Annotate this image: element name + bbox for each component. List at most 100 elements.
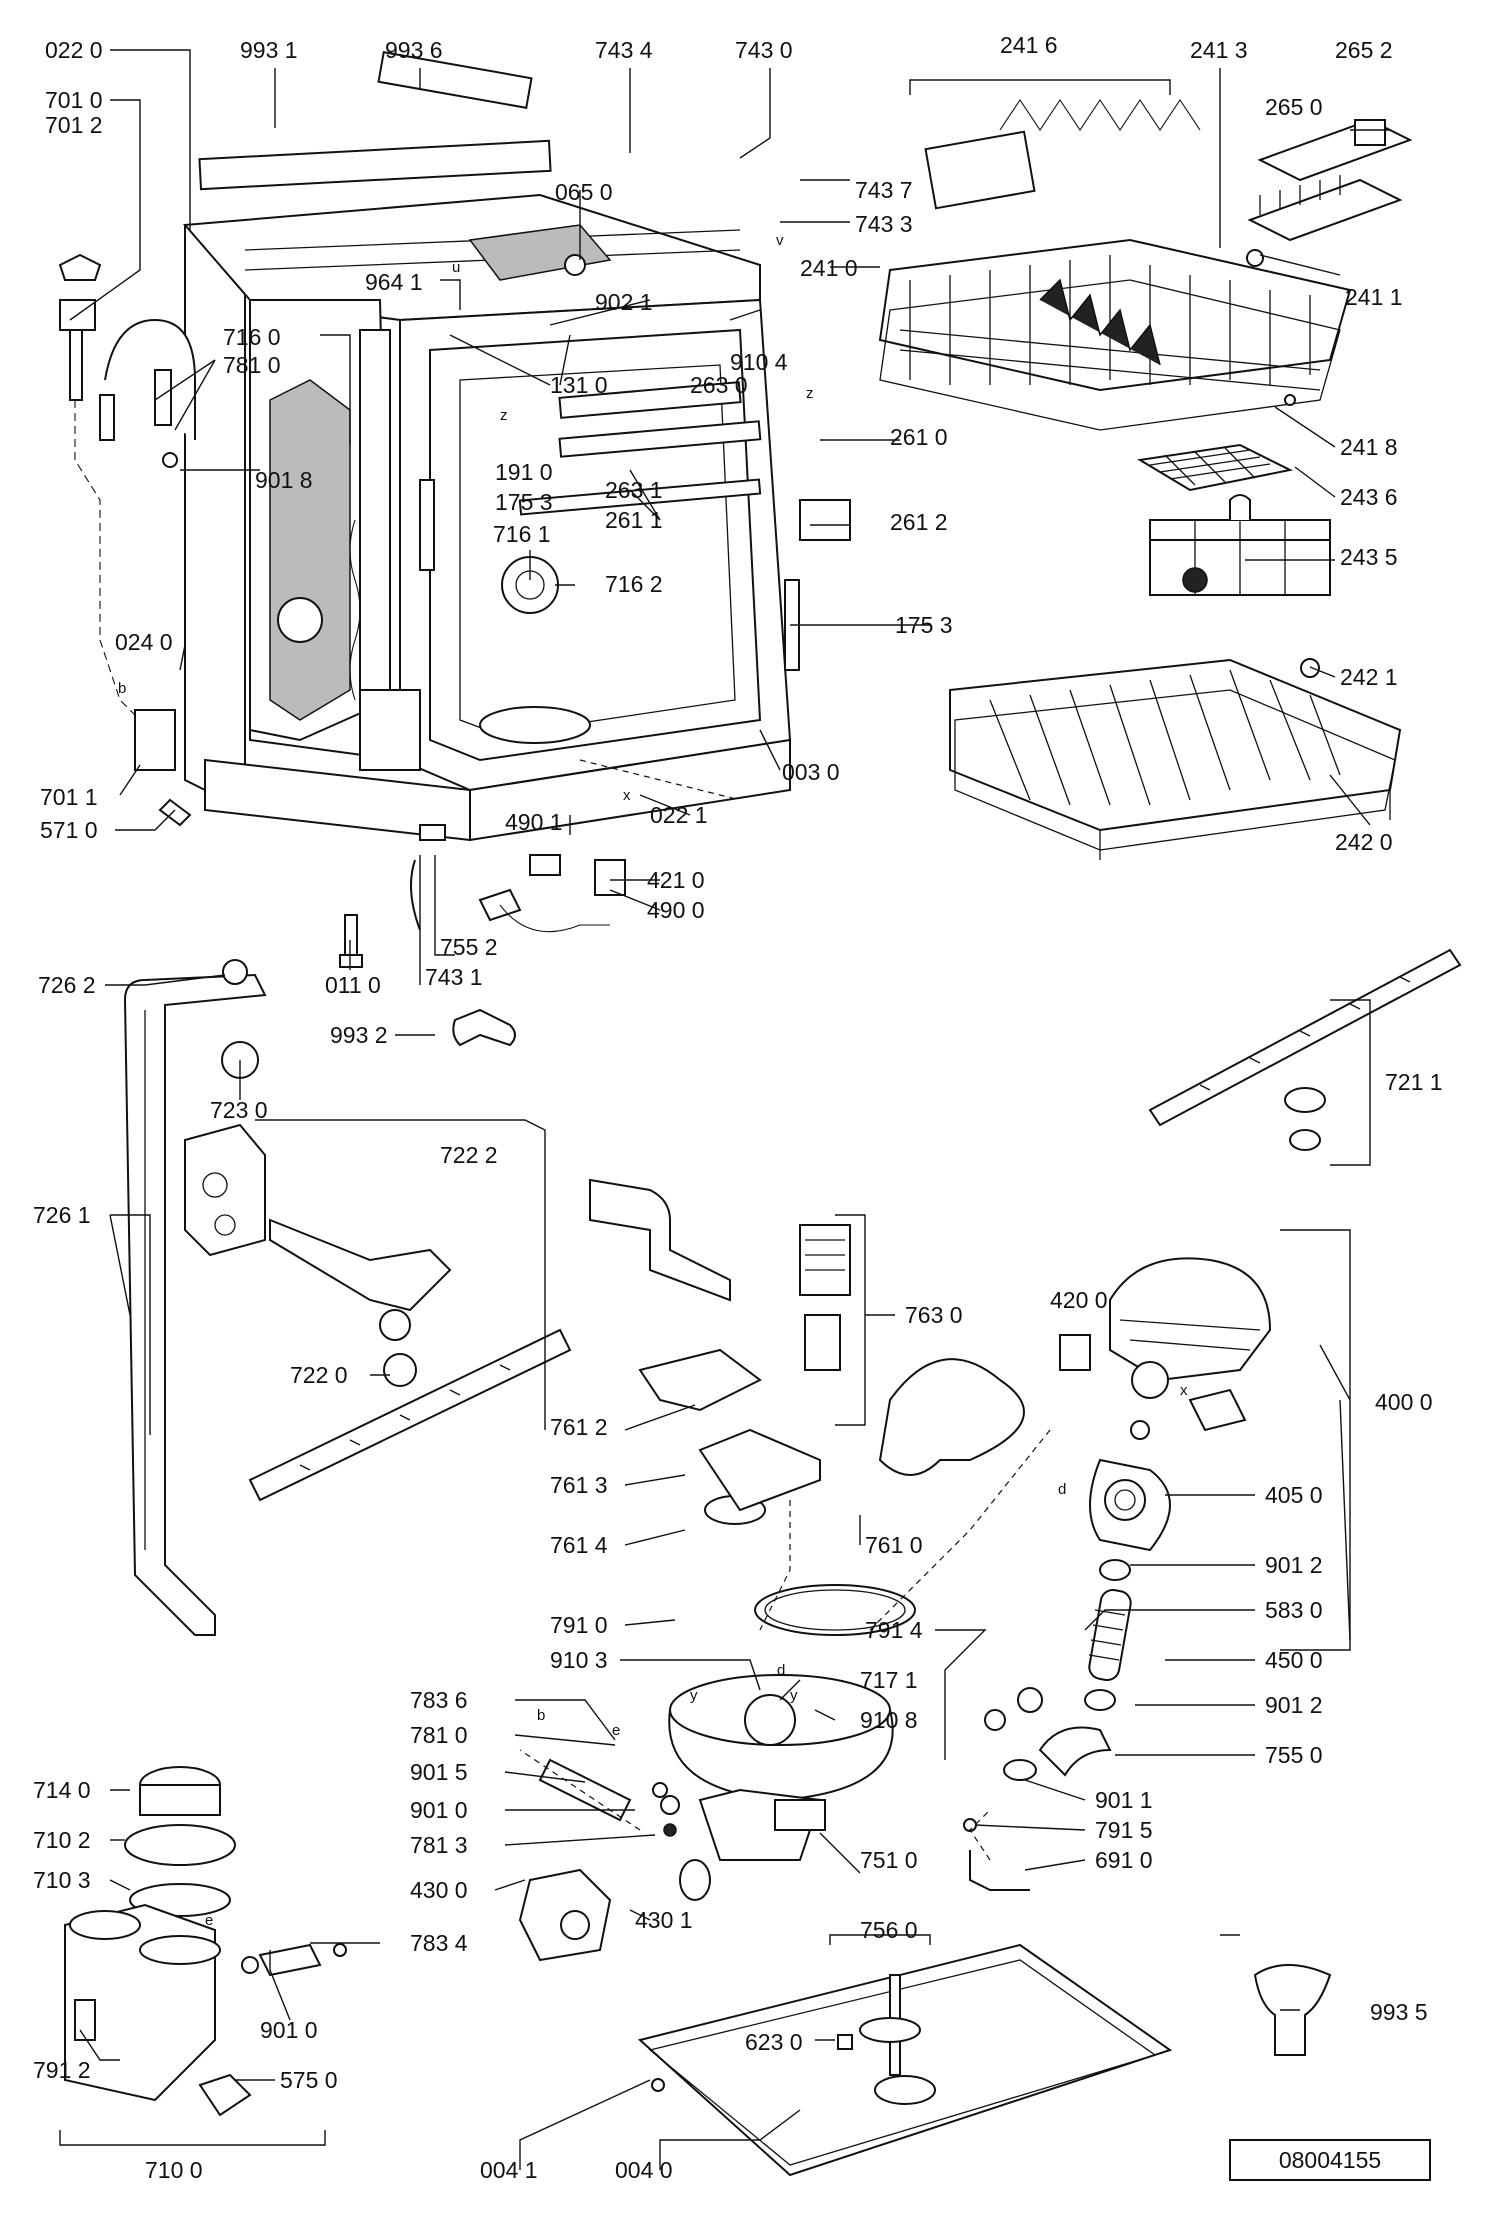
wash-arm-system-drawing [123, 948, 1462, 1636]
reference-letters: b x z z u v x d d b e e y y [118, 232, 1188, 1929]
label-743-3: 743 3 [855, 211, 913, 237]
label-781-0-sump: 781 0 [410, 1722, 468, 1748]
label-716-0: 716 0 [223, 324, 281, 350]
label-575-0: 575 0 [280, 2067, 338, 2093]
label-743-1: 743 1 [425, 964, 483, 990]
tub-cabinet-drawing [182, 51, 851, 842]
letter-u: u [452, 259, 460, 276]
label-993-1: 993 1 [240, 37, 298, 63]
label-743-0: 743 0 [735, 37, 793, 63]
label-243-6: 243 6 [1340, 484, 1398, 510]
label-763-0: 763 0 [905, 1302, 963, 1328]
label-993-6: 993 6 [385, 37, 443, 63]
label-791-4: 791 4 [865, 1617, 923, 1643]
label-723-0: 723 0 [210, 1097, 268, 1123]
label-791-0: 791 0 [550, 1612, 608, 1638]
label-175-3-right: 175 3 [895, 612, 953, 638]
label-241-0: 241 0 [800, 255, 858, 281]
document-id-box: 08004155 [1229, 2139, 1431, 2181]
label-781-3: 781 3 [410, 1832, 468, 1858]
label-761-2: 761 2 [550, 1414, 608, 1440]
label-901-0-sump: 901 0 [410, 1797, 468, 1823]
letter-y-right: y [790, 1687, 798, 1704]
label-751-0: 751 0 [860, 1847, 918, 1873]
part-number-labels: 022 0 993 1 993 6 743 4 743 0 241 6 241 … [33, 32, 1443, 2183]
label-004-1: 004 1 [480, 2157, 538, 2183]
letter-v: v [776, 232, 784, 249]
label-993-5: 993 5 [1370, 1999, 1428, 2025]
letter-z-left: z [500, 407, 508, 424]
label-722-2: 722 2 [440, 1142, 498, 1168]
label-691-0: 691 0 [1095, 1847, 1153, 1873]
label-791-5: 791 5 [1095, 1817, 1153, 1843]
label-716-2: 716 2 [605, 571, 663, 597]
label-755-0: 755 0 [1265, 1742, 1323, 1768]
label-901-2-bottom: 901 2 [1265, 1692, 1323, 1718]
label-761-4: 761 4 [550, 1532, 608, 1558]
label-241-6: 241 6 [1000, 32, 1058, 58]
letter-b-sump: b [537, 1707, 545, 1724]
label-783-6: 783 6 [410, 1687, 468, 1713]
label-910-8: 910 8 [860, 1707, 918, 1733]
label-743-4: 743 4 [595, 37, 653, 63]
label-265-2: 265 2 [1335, 37, 1393, 63]
label-450-0: 450 0 [1265, 1647, 1323, 1673]
label-022-1: 022 1 [650, 802, 708, 828]
letter-e-sump: e [612, 1722, 620, 1739]
label-901-8: 901 8 [255, 467, 313, 493]
pump-sump-drawing [518, 1224, 1025, 1962]
label-430-1: 430 1 [635, 1907, 693, 1933]
label-421-0: 421 0 [647, 867, 705, 893]
label-716-1: 716 1 [493, 521, 551, 547]
label-717-1: 717 1 [860, 1667, 918, 1693]
label-901-0-softener: 901 0 [260, 2017, 318, 2043]
water-softener-drawing [64, 1766, 347, 2117]
label-420-0: 420 0 [1050, 1287, 1108, 1313]
label-191-0: 191 0 [495, 459, 553, 485]
cabinet-small-parts [339, 824, 626, 1047]
label-131-0: 131 0 [550, 372, 608, 398]
label-710-3: 710 3 [33, 1867, 91, 1893]
label-400-0: 400 0 [1375, 1389, 1433, 1415]
label-993-2: 993 2 [330, 1022, 388, 1048]
inlet-hose-drawing [58, 253, 196, 827]
letter-z-right: z [806, 385, 814, 402]
label-701-1: 701 1 [40, 784, 98, 810]
label-726-2: 726 2 [38, 972, 96, 998]
letter-b-upper: b [118, 680, 126, 697]
label-065-0: 065 0 [555, 179, 613, 205]
label-722-0: 722 0 [290, 1362, 348, 1388]
label-743-7: 743 7 [855, 177, 913, 203]
label-011-0: 011 0 [325, 972, 381, 998]
label-721-1: 721 1 [1385, 1069, 1443, 1095]
leader-lines [69, 49, 1390, 2170]
label-964-1: 964 1 [365, 269, 423, 295]
label-263-0: 263 0 [690, 372, 748, 398]
lower-basket-drawing [949, 658, 1402, 860]
label-701-0: 701 0 [45, 87, 103, 113]
label-714-0: 714 0 [33, 1777, 91, 1803]
label-901-5: 901 5 [410, 1759, 468, 1785]
label-761-3: 761 3 [550, 1472, 608, 1498]
label-710-2: 710 2 [33, 1827, 91, 1853]
label-701-2: 701 2 [45, 112, 103, 138]
letter-d-sump: d [777, 1662, 785, 1679]
label-241-1: 241 1 [1345, 284, 1403, 310]
label-583-0: 583 0 [1265, 1597, 1323, 1623]
group-brackets [59, 79, 1371, 2146]
label-756-0: 756 0 [860, 1917, 918, 1943]
label-490-1: 490 1 [505, 809, 563, 835]
label-430-0: 430 0 [410, 1877, 468, 1903]
label-710-0: 710 0 [145, 2157, 203, 2183]
label-003-0: 003 0 [782, 759, 840, 785]
label-490-0: 490 0 [647, 897, 705, 923]
motor-pump-assembly-drawing [963, 1257, 1272, 1891]
label-261-0: 261 0 [890, 424, 948, 450]
label-022-0: 022 0 [45, 37, 103, 63]
label-791-2: 791 2 [33, 2057, 91, 2083]
label-910-4: 910 4 [730, 349, 788, 375]
label-726-1: 726 1 [33, 1202, 91, 1228]
label-901-1: 901 1 [1095, 1787, 1153, 1813]
label-024-0: 024 0 [115, 629, 173, 655]
